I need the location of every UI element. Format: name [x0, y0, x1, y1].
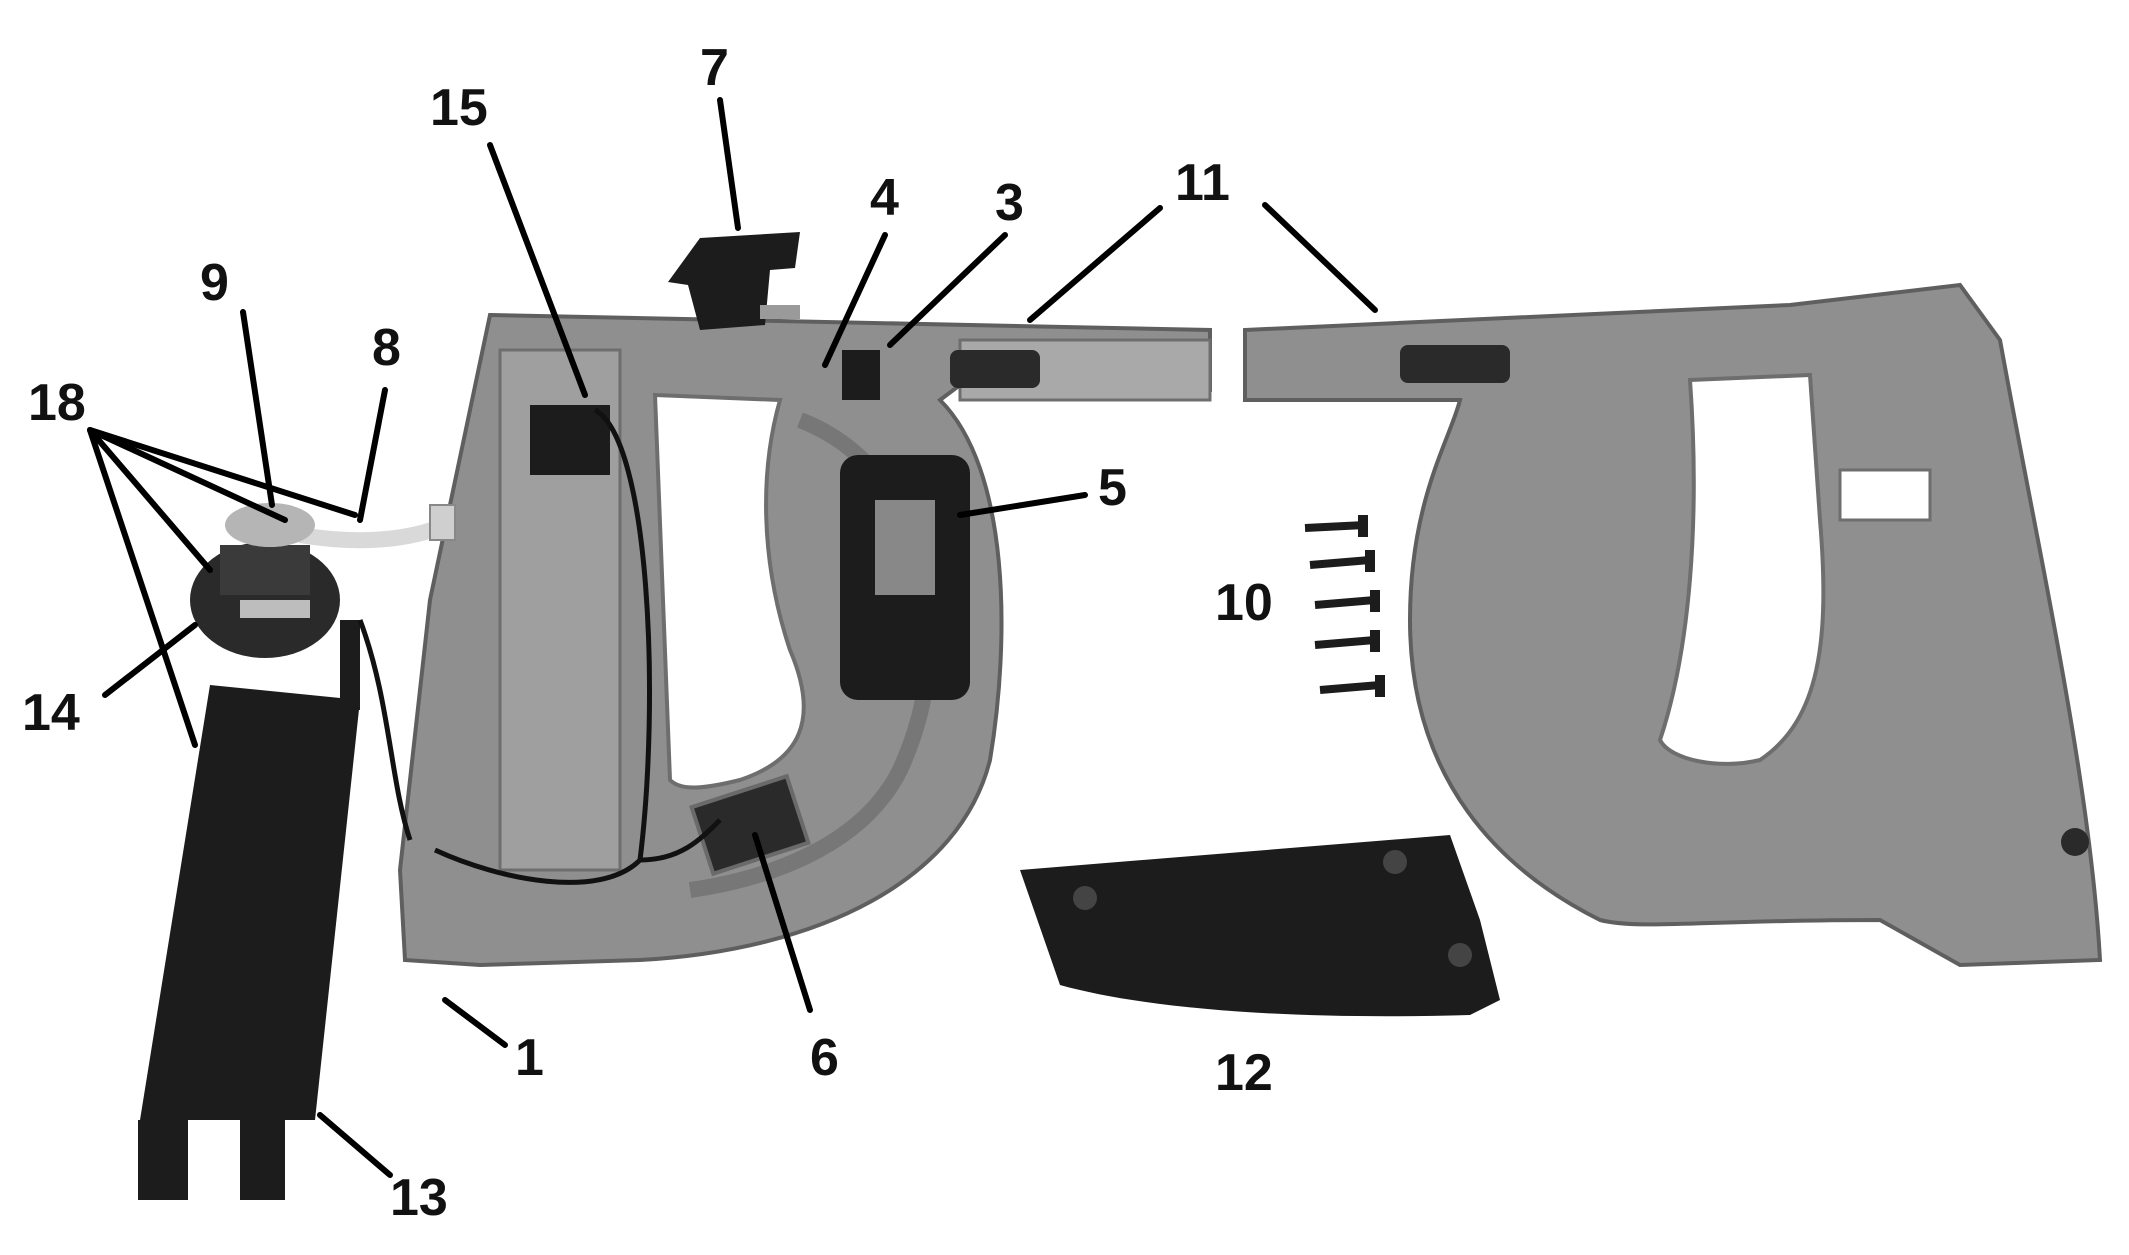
callout-13: 13 — [390, 1169, 448, 1227]
callout-18: 18 — [28, 374, 86, 432]
callout-labels: 1 3 4 5 6 7 8 9 10 11 12 13 14 15 18 — [22, 39, 1273, 1227]
leader-lines — [87, 97, 1378, 1178]
right-window — [1838, 468, 1932, 522]
screws-group — [1304, 515, 1385, 697]
leader-18c — [87, 427, 213, 573]
leader-7 — [717, 97, 741, 231]
callout-1: 1 — [515, 1029, 544, 1087]
right-housing-half — [1243, 282, 2103, 968]
callout-14: 14 — [22, 684, 80, 742]
leader-9 — [240, 309, 275, 508]
screw — [1319, 675, 1385, 697]
screw — [1309, 550, 1375, 572]
leader-4 — [822, 232, 888, 368]
callout-11: 11 — [1175, 154, 1230, 212]
end-cap-part — [1020, 835, 1500, 1017]
screw — [1314, 630, 1380, 652]
leader-18b — [87, 427, 358, 518]
leader-1 — [442, 997, 508, 1048]
leader-18a — [87, 427, 288, 523]
right-screw-boss — [2061, 828, 2089, 856]
trigger-part — [668, 232, 800, 330]
leader-18d — [87, 427, 198, 748]
right-grip-cutout — [1657, 372, 1826, 766]
callout-12: 12 — [1215, 1044, 1273, 1102]
leader-13 — [317, 1112, 393, 1178]
leader-8 — [357, 387, 388, 523]
left-top-arm-slot — [950, 350, 1040, 388]
callout-6: 6 — [810, 1029, 839, 1087]
callout-15: 15 — [430, 79, 488, 137]
leader-3 — [887, 232, 1008, 348]
screw — [1314, 590, 1380, 612]
wire-to-board — [639, 818, 722, 863]
callout-5: 5 — [1098, 459, 1127, 517]
hose-part — [298, 517, 449, 549]
battery-pack — [840, 455, 970, 700]
screw — [1304, 515, 1368, 537]
callout-10: 10 — [1215, 574, 1273, 632]
right-housing-shell — [1243, 282, 2103, 968]
tube-assembly — [138, 503, 413, 1200]
leader-14 — [102, 622, 198, 698]
callout-9: 9 — [200, 254, 229, 312]
micro-switch — [842, 350, 880, 400]
leader-11b — [1262, 202, 1378, 313]
callout-7: 7 — [700, 39, 729, 97]
callout-4: 4 — [870, 169, 899, 227]
callout-8: 8 — [372, 319, 401, 377]
callout-3: 3 — [995, 174, 1024, 232]
bracket-part — [530, 405, 610, 475]
leader-11a — [1027, 205, 1163, 323]
leader-6 — [752, 832, 813, 1013]
wire-harness — [433, 407, 653, 885]
hose-fitting — [429, 504, 456, 541]
right-top-arm-slot — [1400, 345, 1510, 383]
left-grip-cutout — [652, 392, 806, 790]
leader-5 — [957, 492, 1088, 518]
leader-15 — [487, 142, 588, 398]
